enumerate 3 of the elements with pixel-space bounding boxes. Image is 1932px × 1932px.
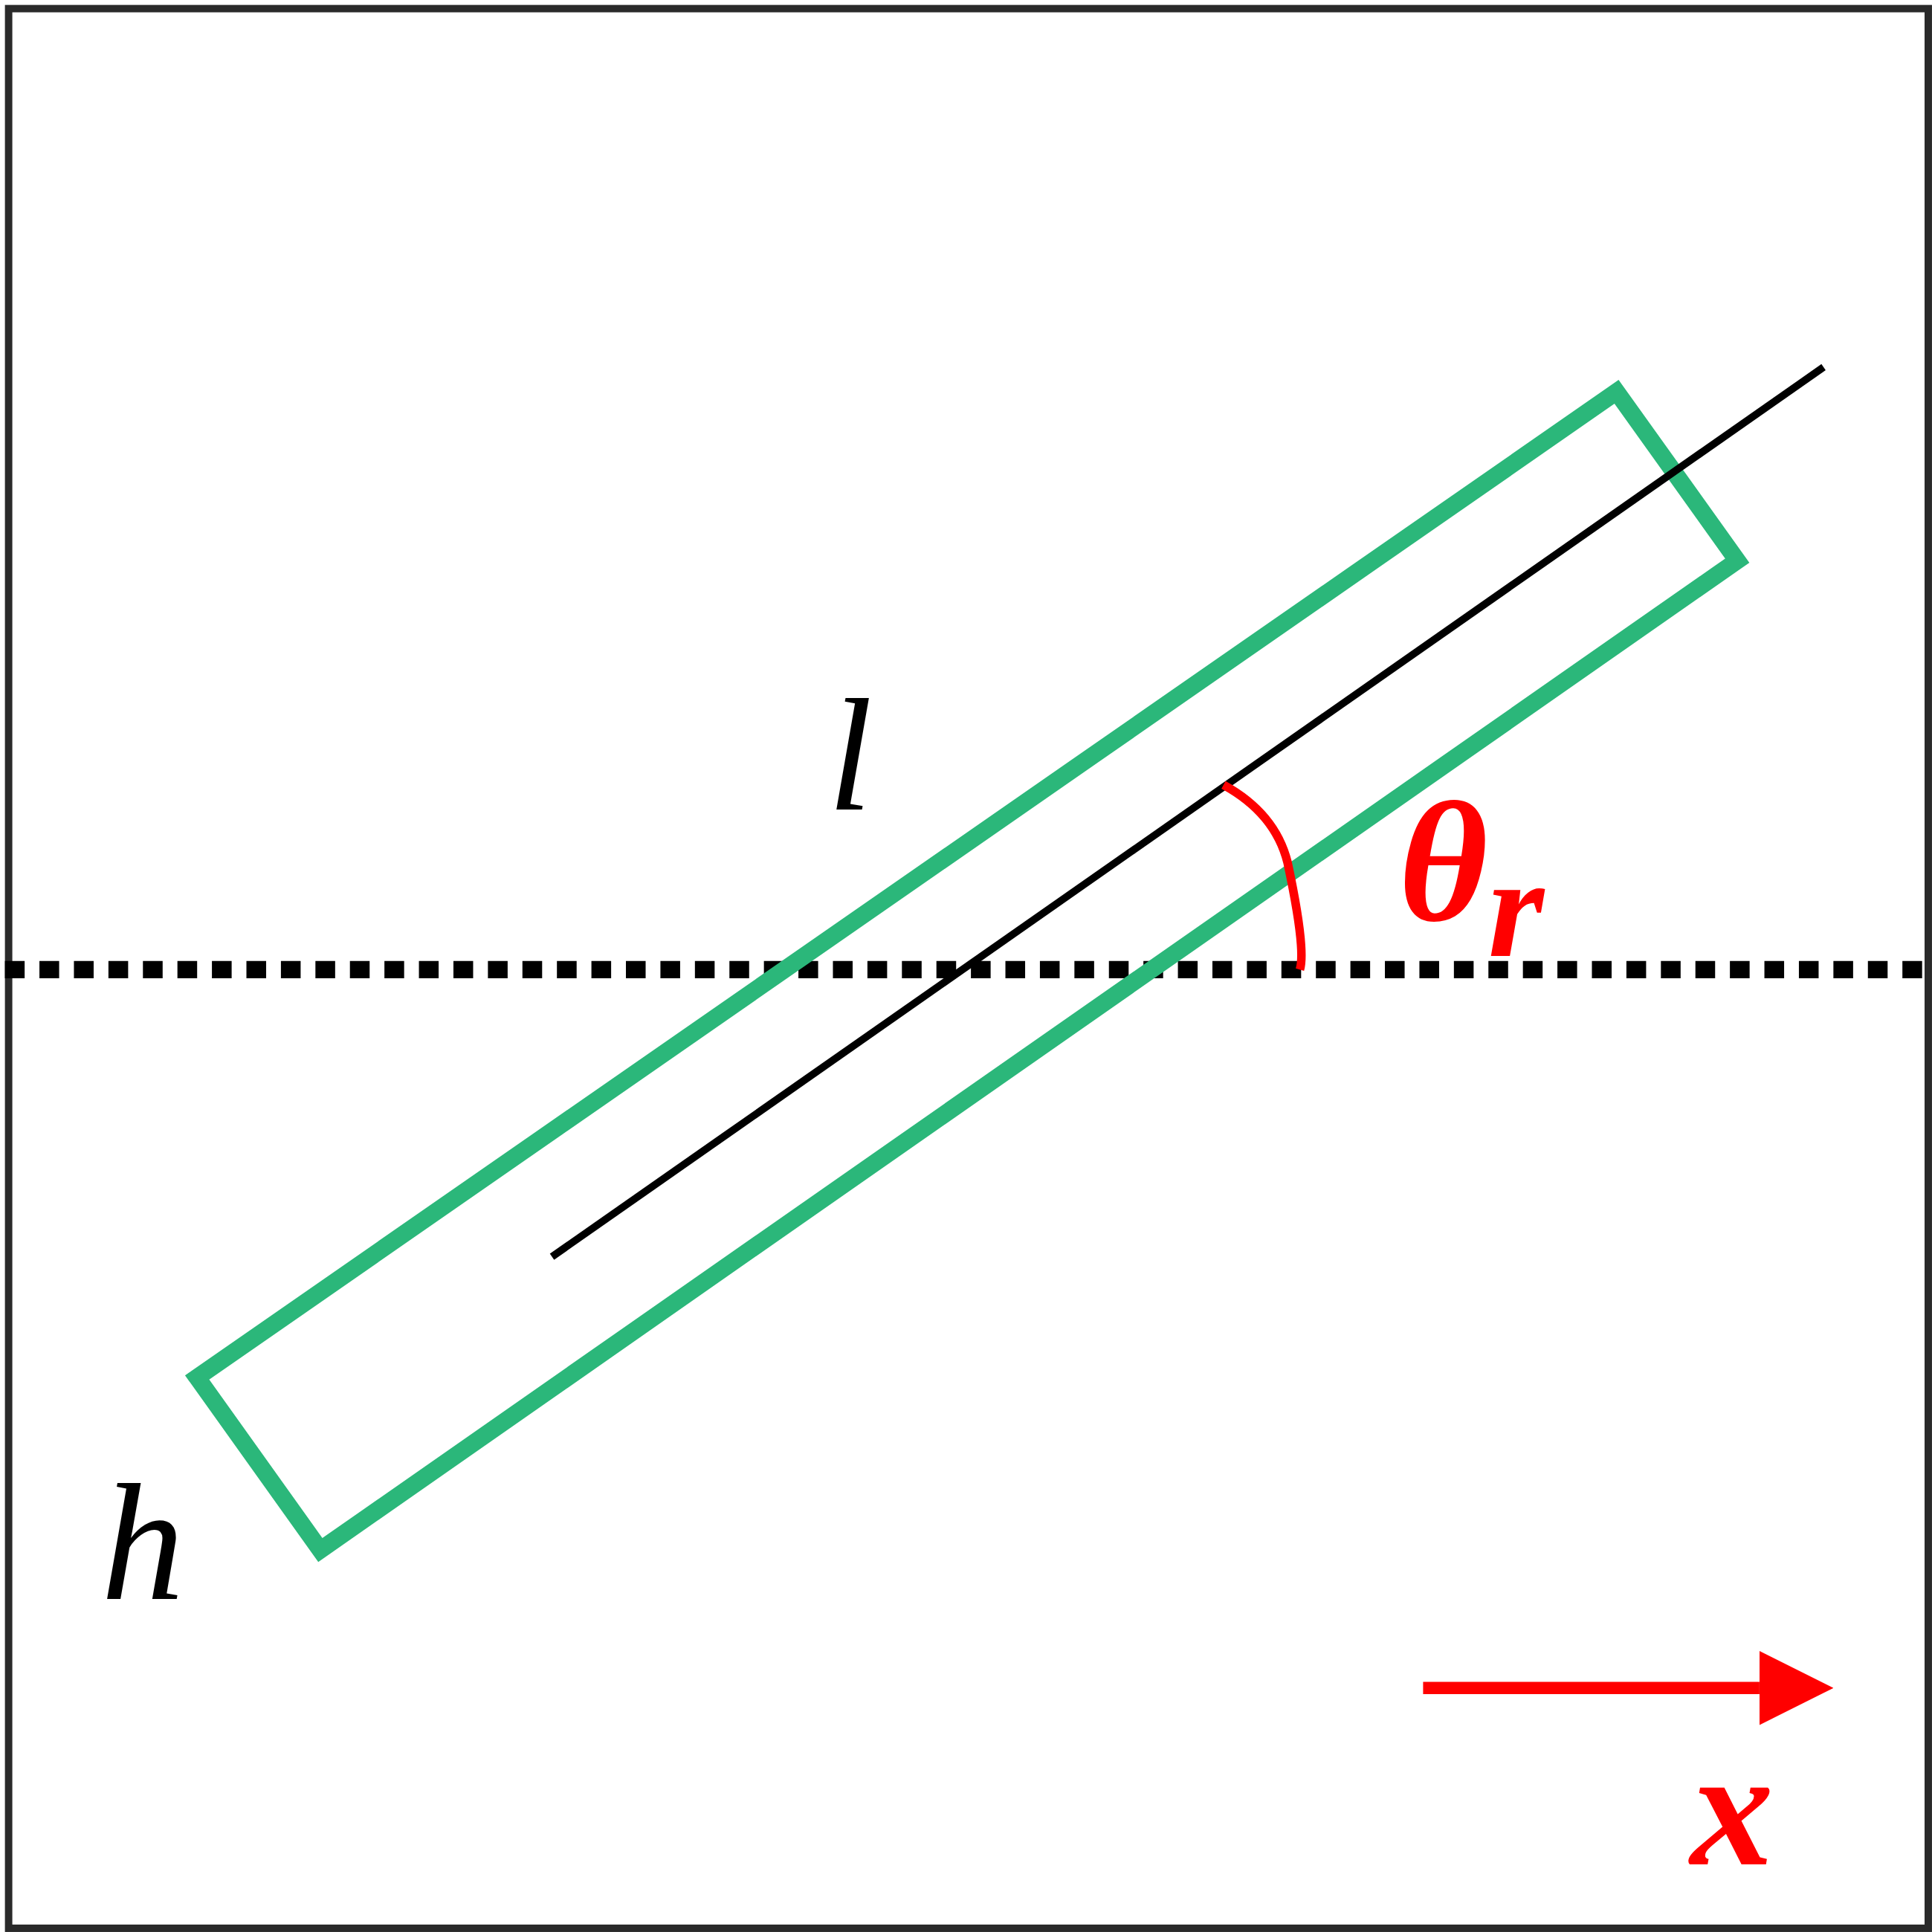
height-label: h [100,1460,184,1626]
length-label: l [827,675,873,836]
angle-label: θ$_{r}$ [1398,776,1544,980]
